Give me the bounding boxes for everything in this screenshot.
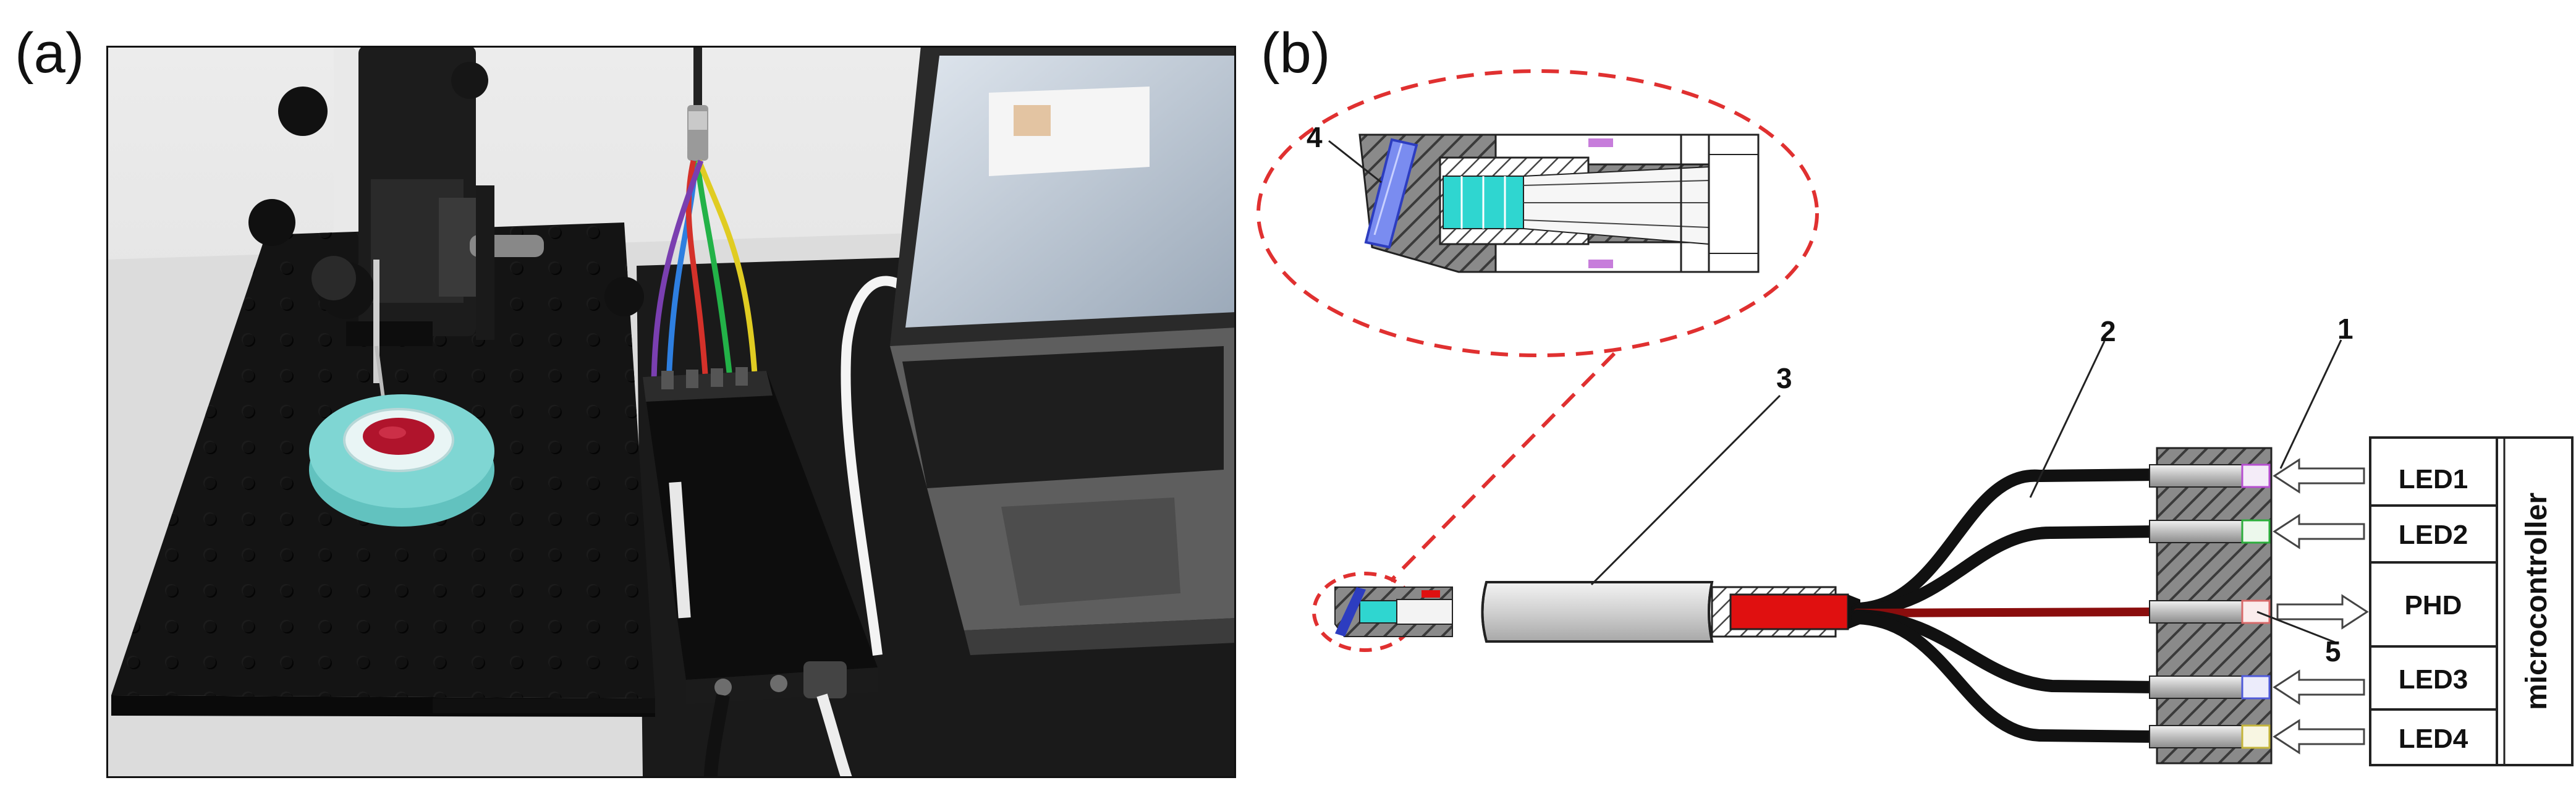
leader-lines — [1328, 140, 2342, 644]
callout-2: 2 — [2100, 315, 2116, 347]
electronics-box — [643, 367, 878, 778]
micropositioner-stage — [248, 46, 644, 446]
coupling-block — [2149, 447, 2273, 764]
magnified-tip — [1358, 133, 1760, 273]
callout-3: 3 — [1776, 362, 1792, 394]
usb-cable — [841, 276, 912, 656]
phd-detector — [2241, 599, 2271, 624]
fiber-branches — [1851, 468, 2163, 743]
channel-label-led3: LED3 — [2399, 664, 2468, 695]
led1-emitter — [2241, 464, 2271, 488]
callout-connector — [1389, 352, 1616, 583]
led2-emitter — [2241, 519, 2271, 544]
channel-label-phd: PHD — [2405, 590, 2462, 620]
probe-tube — [1481, 581, 1860, 643]
signal-arrows — [2273, 458, 2369, 755]
magnified-tip-callout — [1256, 69, 1819, 357]
led3-emitter — [2241, 675, 2271, 700]
probe-diagram — [1256, 69, 2574, 766]
channel-label-led4: LED4 — [2399, 724, 2468, 754]
channel-label-led1: LED1 — [2399, 464, 2468, 494]
microcontroller-label: microcontroller — [2520, 493, 2553, 710]
fiber-bundle — [651, 46, 758, 384]
panel-a-label: (a) — [15, 22, 85, 85]
red-sheath — [1729, 593, 1849, 630]
callout-4: 4 — [1307, 121, 1323, 153]
probe-tip-small — [1334, 586, 1453, 637]
callout-5: 5 — [2325, 635, 2341, 667]
led4-emitter — [2241, 724, 2271, 749]
callout-1: 1 — [2337, 313, 2354, 345]
petri-dish — [309, 394, 494, 527]
panel-b-label: (b) — [1261, 22, 1331, 85]
photo-setup — [106, 46, 1236, 778]
channel-label-led2: LED2 — [2399, 520, 2468, 550]
laptop — [890, 46, 1236, 655]
channel-boxes — [2369, 436, 2574, 766]
microcontroller-box — [2496, 436, 2574, 766]
